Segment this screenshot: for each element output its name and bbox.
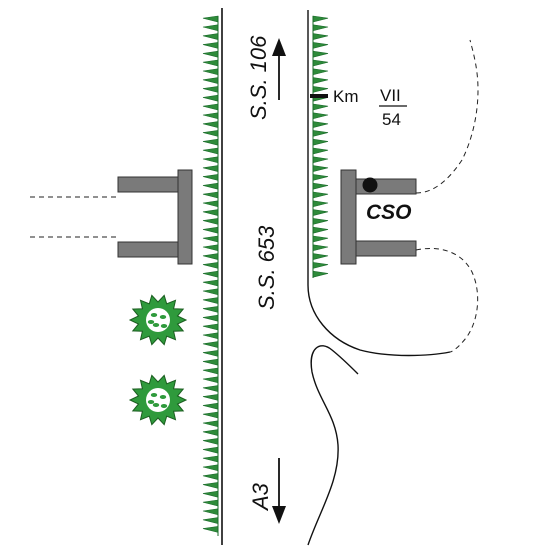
tree-leaf [160, 404, 168, 408]
east-dashed-road-bottom [415, 247, 479, 353]
west-bridge-pier [177, 169, 193, 265]
tree-leaf [152, 323, 160, 327]
tree-leaf [150, 393, 158, 397]
east-bridge-structure [340, 169, 417, 265]
west-bridge-structure [117, 169, 193, 265]
north-direction-arrow-icon [272, 38, 286, 100]
south-direction-arrow-icon [272, 458, 286, 524]
tree-center [146, 388, 170, 412]
km-denominator: 54 [382, 110, 401, 129]
tree-leaf [152, 403, 160, 407]
tree-leaf [159, 395, 167, 399]
tree-center [146, 308, 170, 332]
east-bridge-pier [340, 169, 357, 265]
tree-icon [128, 294, 188, 346]
road-label-south: A3 [248, 482, 273, 512]
side-road-edge [307, 345, 359, 546]
road-east-edge [307, 10, 451, 357]
km-tick-mark [310, 94, 328, 98]
tree-leaf [147, 320, 155, 324]
tree-leaf [160, 324, 168, 328]
road-label-center: S.S. 653 [254, 225, 279, 310]
road-label-north: S.S. 106 [246, 35, 271, 120]
tree-leaf [150, 313, 158, 317]
embankment-west [202, 15, 219, 536]
km-prefix: Km [333, 87, 359, 106]
east-dashed-road-top [415, 39, 479, 194]
site-label: CSO [366, 201, 412, 224]
site-marker-icon [362, 177, 378, 193]
km-numerator: VII [380, 86, 401, 105]
tree-icon [128, 374, 188, 426]
tree-leaf [159, 315, 167, 319]
tree-leaf [147, 400, 155, 404]
